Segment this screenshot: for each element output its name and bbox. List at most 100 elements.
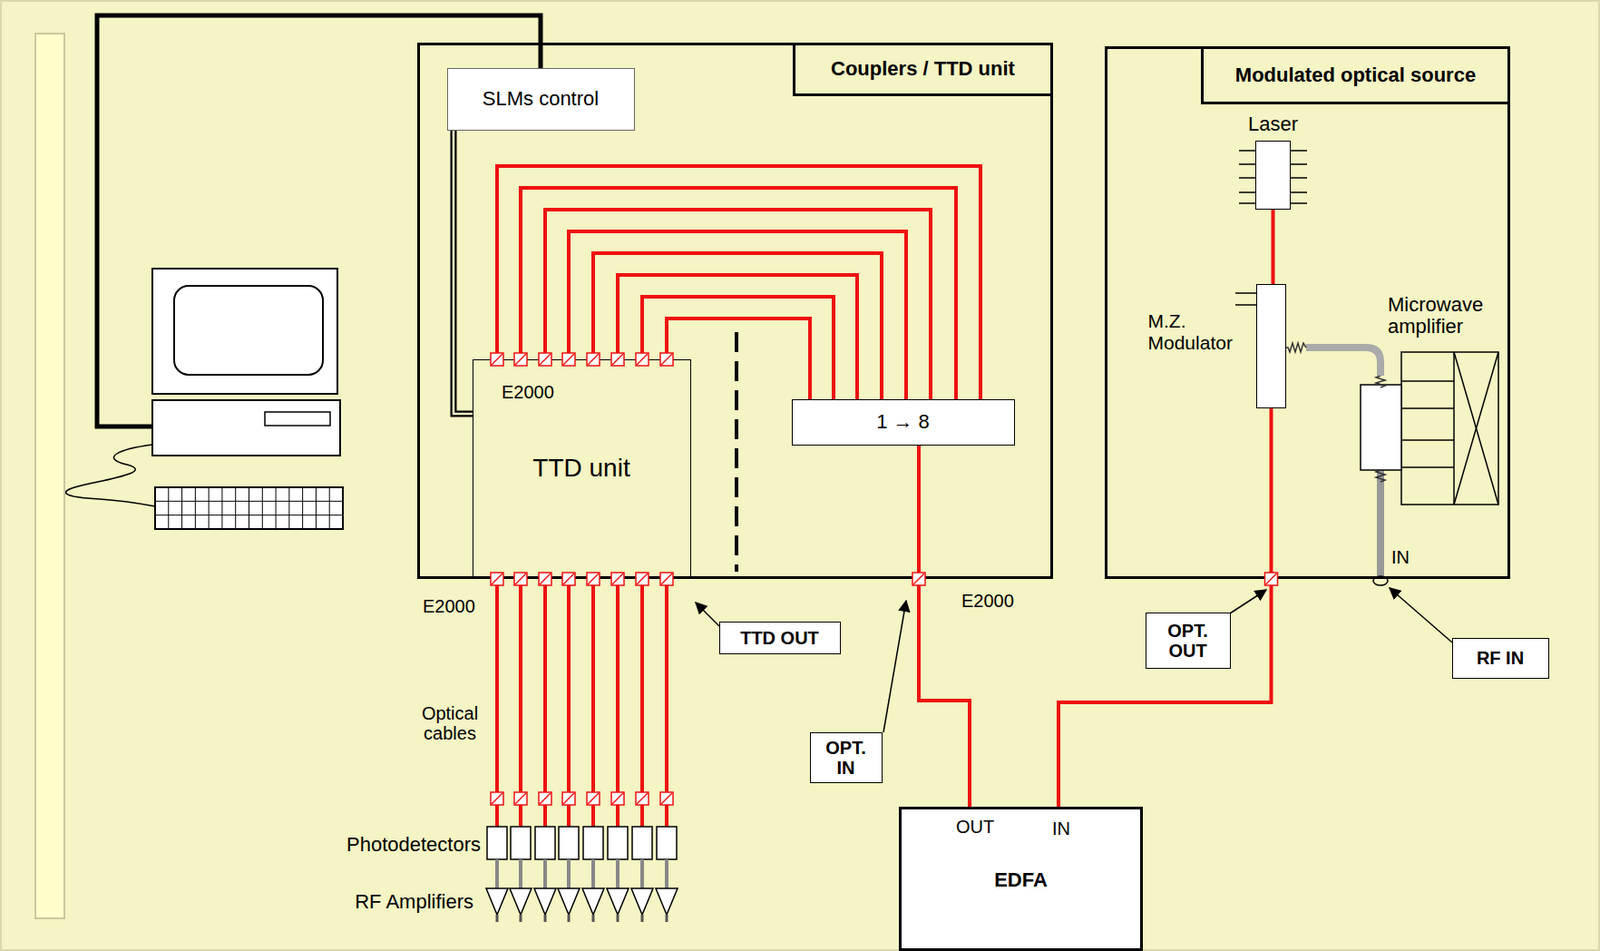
rf-amplifier [631, 887, 654, 915]
connector-line [918, 445, 970, 807]
key-line [288, 487, 290, 529]
connector-port [539, 353, 551, 365]
optical-cable [543, 585, 547, 792]
rf-link [566, 858, 571, 888]
laser-pins [1239, 149, 1256, 152]
connector-port [490, 352, 504, 366]
amplifier-symbol [1401, 466, 1454, 469]
optical-cable [615, 804, 620, 827]
optical-cable [664, 585, 669, 792]
connector-port [1265, 572, 1279, 586]
laser-pins [1239, 163, 1256, 166]
text-holder: Optical cables [399, 700, 501, 746]
connector-port [515, 353, 527, 365]
optical-cable [640, 804, 644, 827]
text-holder: Couplers / TTD unit [792, 42, 1054, 97]
connector [568, 231, 907, 400]
label: IN [1391, 546, 1410, 567]
connector-port [515, 573, 527, 585]
connector-port [563, 792, 575, 804]
laser-pins [1290, 149, 1308, 152]
connector-line [593, 253, 882, 400]
key-line [262, 487, 264, 529]
connector-port [514, 572, 527, 586]
laser-pins [1239, 191, 1256, 194]
callout-box: OPT. OUT [1145, 612, 1231, 669]
connector-port [612, 353, 624, 365]
key-line [195, 487, 196, 529]
connector-port [661, 573, 673, 585]
key-line [155, 500, 343, 502]
amplifier-symbol [1453, 351, 1499, 505]
photodetector [510, 826, 531, 859]
modulator-pins [1235, 292, 1257, 305]
connector-line [545, 209, 931, 400]
connector-port [491, 573, 503, 585]
amplifier-symbol [1401, 439, 1454, 441]
amplifier-symbol [1401, 380, 1454, 382]
label: RF Amplifiers [354, 890, 474, 913]
connector-port [611, 352, 625, 366]
rf-output [496, 914, 499, 922]
node-text: 1 → 8 [876, 410, 930, 433]
key-line [329, 487, 331, 529]
key-line [248, 487, 250, 529]
connector-port [587, 792, 599, 804]
leader-arrows [1389, 587, 1453, 643]
connector-port [586, 572, 600, 586]
computer [264, 411, 331, 426]
amplifier-symbol [1360, 351, 1499, 586]
connector [1058, 408, 1272, 807]
rf-output [592, 914, 596, 922]
control-line [453, 130, 473, 414]
connector-port [539, 573, 551, 585]
text-holder: 1 → 8 [792, 400, 1014, 444]
connector [545, 209, 931, 400]
laser-pins [1239, 202, 1256, 205]
cable-spring [1286, 342, 1307, 352]
computer [155, 487, 343, 529]
callout-box: RF IN [1452, 637, 1550, 679]
laser-pins [1239, 176, 1256, 179]
connector [918, 445, 970, 807]
connector-port [612, 792, 624, 804]
optical-cable [518, 585, 523, 792]
label: E2000 [422, 595, 476, 616]
connector-port [912, 572, 926, 586]
text-holder: OUT [943, 813, 1007, 840]
connector-line [520, 187, 957, 400]
photodetector [487, 826, 508, 859]
rf-link [518, 858, 523, 888]
rf-output [519, 914, 523, 922]
text-holder: E2000 [422, 593, 492, 619]
connector-port [636, 792, 648, 804]
photodetector [558, 826, 579, 859]
connector-port [661, 792, 673, 804]
connector-port [913, 573, 925, 585]
rf-link [543, 858, 547, 888]
connector-port [563, 573, 575, 585]
optical-cable [640, 585, 644, 792]
optical-cable [495, 804, 499, 827]
text-holder: IN [1391, 544, 1428, 570]
laser-pins [1290, 202, 1308, 205]
leader-arrows [695, 587, 1453, 732]
connector-port [562, 572, 576, 586]
optical-cable [615, 585, 620, 792]
connector-port [538, 791, 552, 805]
key-line [155, 514, 343, 516]
rf-cable [1376, 469, 1385, 577]
connector-line [1306, 347, 1381, 376]
keyboard-cable [66, 444, 156, 507]
connector [520, 187, 957, 400]
rf-output [567, 914, 571, 922]
node-text: Microwave amplifier [1387, 293, 1504, 338]
connector [497, 165, 981, 400]
connector-port [490, 791, 504, 805]
connector-port [635, 791, 649, 805]
amplifier-symbol [1360, 384, 1402, 470]
connector-port [635, 572, 649, 586]
